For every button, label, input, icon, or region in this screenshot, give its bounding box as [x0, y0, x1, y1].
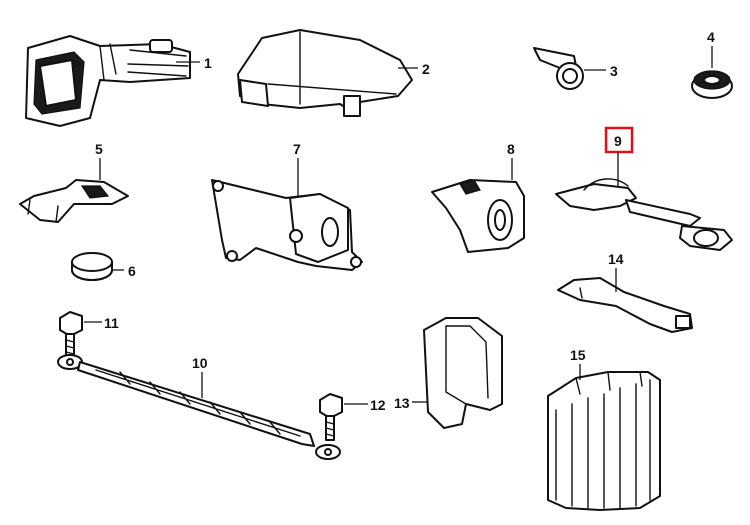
svg-text:5: 5	[95, 141, 103, 157]
callout-1: 1	[176, 55, 212, 71]
svg-text:7: 7	[293, 141, 301, 157]
part-6-plug	[71, 252, 113, 281]
part-3-clip	[533, 47, 584, 90]
svg-text:13: 13	[394, 395, 410, 411]
svg-text:15: 15	[570, 347, 586, 363]
svg-text:3: 3	[610, 63, 618, 79]
svg-text:12: 12	[370, 397, 386, 413]
part-2-cover	[237, 29, 413, 117]
svg-text:6: 6	[128, 263, 136, 279]
part-9-strap	[555, 178, 733, 251]
svg-text:4: 4	[707, 29, 715, 45]
part-10-ground-strap	[57, 354, 341, 460]
svg-text:1: 1	[204, 55, 212, 71]
callout-8: 8	[507, 141, 515, 180]
part-12-bolt	[319, 393, 343, 441]
svg-text:14: 14	[608, 251, 624, 267]
part-13-cover	[423, 317, 503, 429]
svg-text:2: 2	[422, 61, 430, 77]
callout-13: 13	[394, 395, 428, 411]
callout-4: 4	[707, 29, 715, 68]
part-14-bracket	[557, 277, 693, 333]
svg-text:9: 9	[614, 133, 622, 149]
callout-15: 15	[570, 347, 586, 380]
callout-7: 7	[293, 141, 301, 196]
callout-11: 11	[84, 315, 119, 331]
callout-9-highlight-box	[604, 126, 634, 154]
svg-text:10: 10	[192, 355, 208, 371]
callout-3: 3	[584, 63, 618, 79]
part-4-grommet	[691, 70, 733, 99]
part-5-bracket	[19, 179, 129, 223]
callout-14: 14	[608, 251, 624, 292]
part-11-bolt	[59, 311, 83, 359]
callout-6: 6	[112, 263, 136, 279]
part-15-block	[547, 371, 661, 511]
callout-2: 2	[398, 61, 430, 77]
svg-text:11: 11	[104, 315, 119, 331]
callout-10: 10	[192, 355, 208, 398]
part-1-boot	[25, 35, 191, 127]
part-8-holder	[431, 179, 525, 253]
callout-9: 9	[604, 126, 634, 186]
callout-5: 5	[95, 141, 103, 180]
part-7-bracket	[211, 179, 363, 271]
callout-12: 12	[344, 397, 386, 413]
svg-text:8: 8	[507, 141, 515, 157]
